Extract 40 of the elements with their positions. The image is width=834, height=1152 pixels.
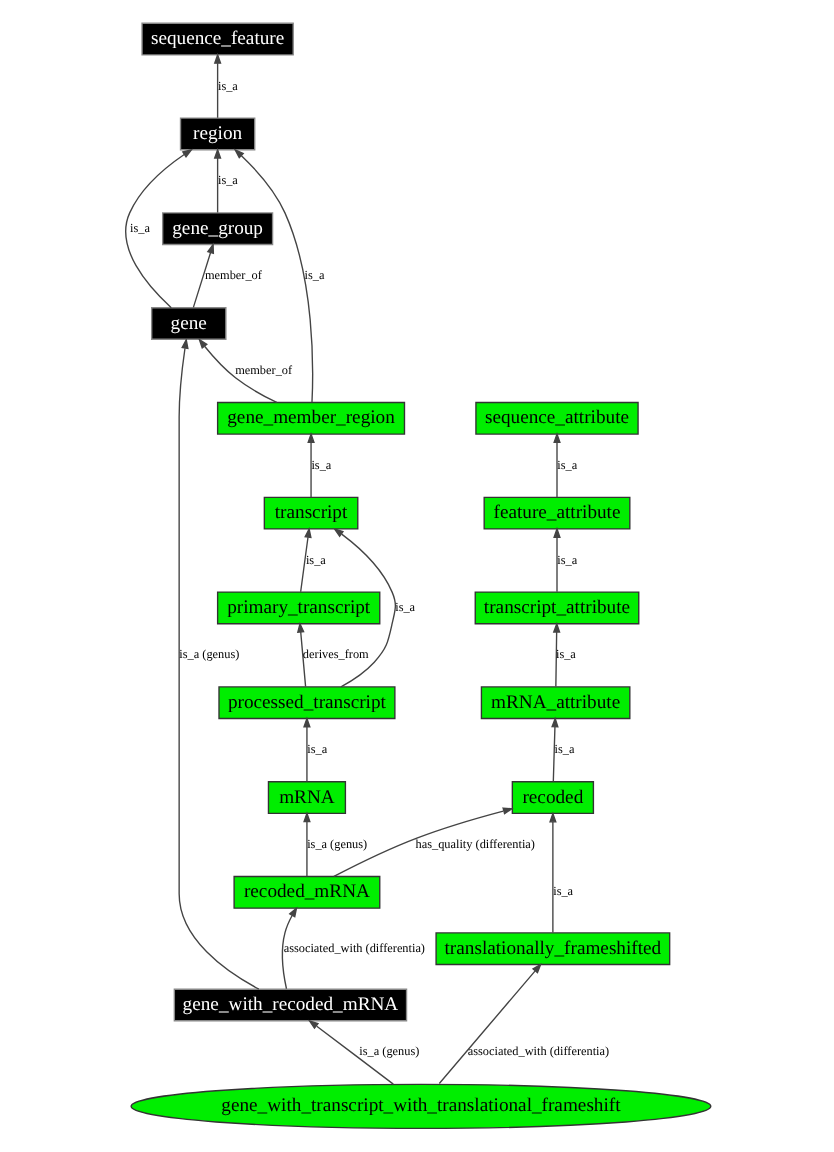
node-box: feature_attribute bbox=[482, 496, 630, 530]
arrow bbox=[232, 148, 313, 403]
arrow bbox=[302, 811, 310, 877]
arrow bbox=[295, 621, 306, 688]
node-box: mRNA_attribute bbox=[479, 686, 630, 720]
node-box: sequence_feature bbox=[140, 22, 293, 56]
node-box: translationally_frameshifted bbox=[434, 932, 670, 966]
arrow bbox=[191, 242, 214, 309]
arrow bbox=[307, 1019, 393, 1085]
arrow bbox=[212, 52, 221, 119]
node-box: gene_with_recoded_mRNA bbox=[172, 988, 407, 1022]
arrow bbox=[437, 962, 541, 1085]
arrow bbox=[280, 906, 297, 990]
node-box: primary_transcript bbox=[215, 591, 380, 625]
node-box: gene_group bbox=[160, 212, 273, 246]
node-box: gene bbox=[150, 307, 226, 340]
arrow bbox=[212, 147, 221, 214]
arrow bbox=[124, 148, 193, 309]
arrow bbox=[552, 432, 560, 498]
arrow bbox=[551, 621, 560, 688]
arrow bbox=[552, 526, 560, 593]
node-box: gene_member_region bbox=[215, 401, 405, 435]
arrow bbox=[177, 337, 259, 990]
node-box: transcript_attribute bbox=[473, 591, 639, 625]
node-box: processed_transcript bbox=[217, 686, 395, 720]
arrow bbox=[332, 807, 513, 878]
arrow bbox=[331, 527, 396, 688]
node-box: recoded bbox=[510, 781, 594, 815]
arrow bbox=[302, 716, 310, 783]
node-box: region bbox=[178, 117, 255, 151]
node-box: mRNA bbox=[266, 781, 346, 815]
arrow bbox=[550, 716, 558, 783]
arrow bbox=[197, 338, 277, 404]
arrow bbox=[299, 526, 311, 593]
node-box: transcript bbox=[262, 496, 358, 530]
node-box: sequence_attribute bbox=[474, 401, 638, 435]
node-ellipse: gene_with_transcript_with_translational_frameshift bbox=[129, 1083, 711, 1130]
arrow bbox=[306, 432, 314, 498]
arrow bbox=[548, 811, 556, 934]
node-box: recoded_mRNA bbox=[232, 875, 380, 909]
